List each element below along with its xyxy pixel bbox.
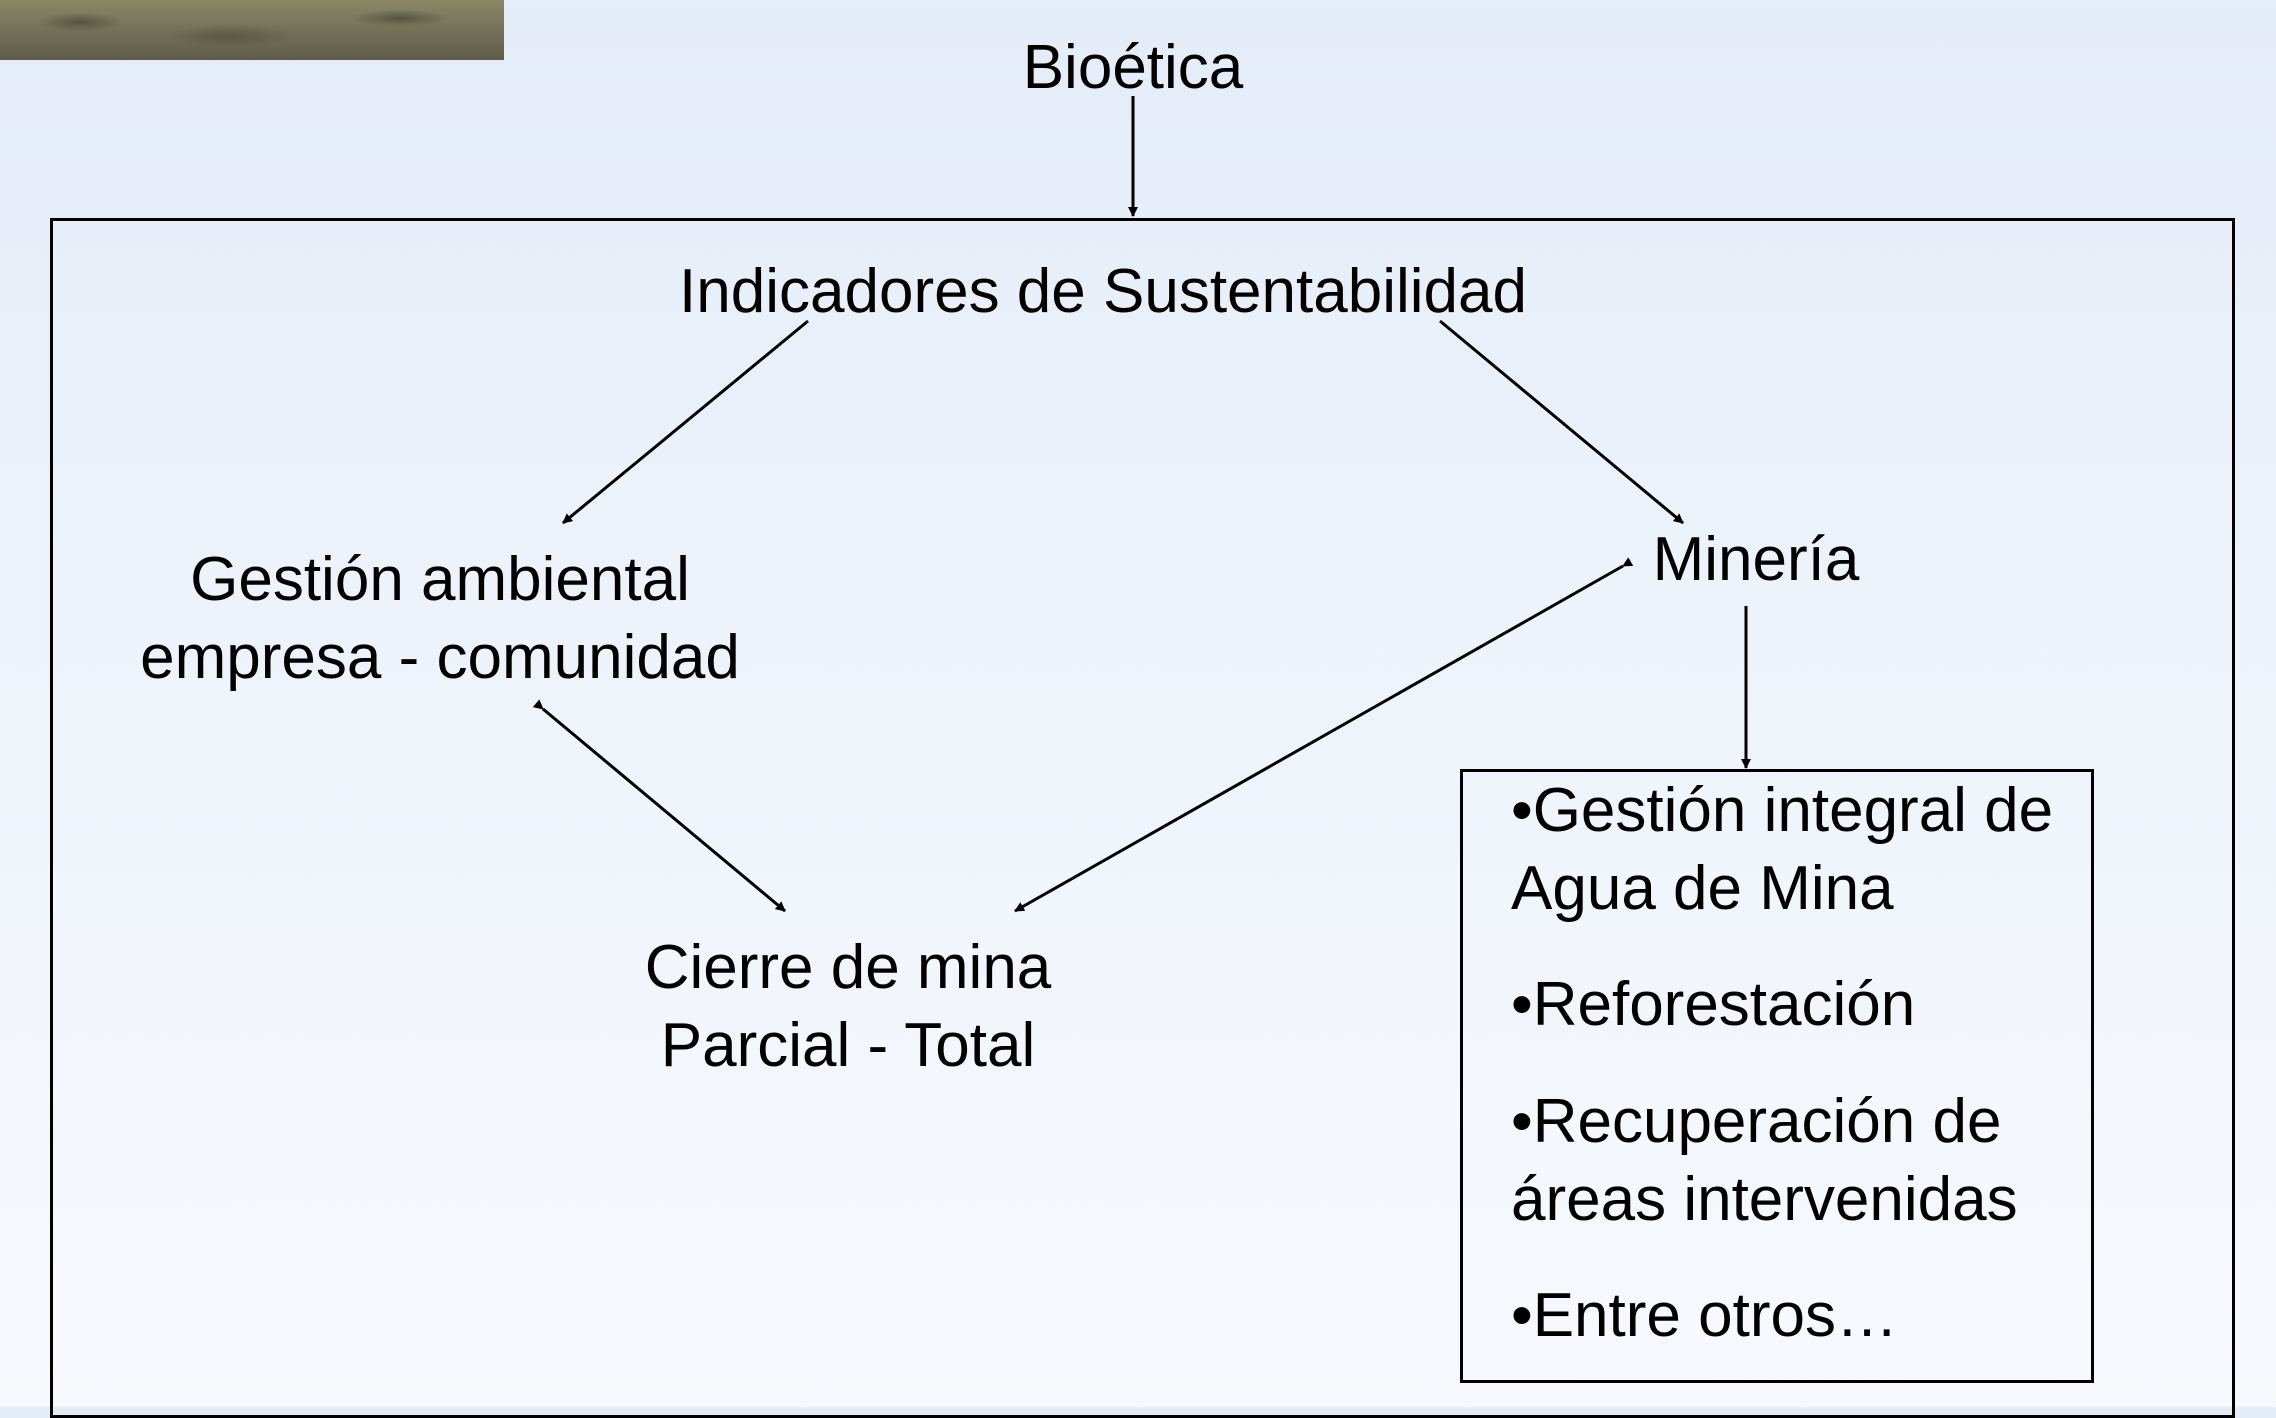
mineria-item-agua: •Gestión integral de Agua de Mina: [1511, 772, 2053, 928]
node-cierre-de-mina-line-2: Parcial - Total: [660, 1011, 1036, 1080]
header-photo: [0, 0, 504, 60]
node-bioetica: Bioética: [1022, 33, 1244, 102]
mineria-actions-box: •Gestión integral de Agua de Mina •Refor…: [1460, 769, 2094, 1383]
mineria-item-agua-line-2: Agua de Mina: [1511, 854, 1894, 923]
mineria-item-reforestacion-line-1: •Reforestación: [1511, 970, 1916, 1039]
node-gestion-ambiental-line-1: Gestión ambiental: [190, 545, 690, 614]
node-indicadores-sustentabilidad: Indicadores de Sustentabilidad: [679, 257, 1527, 326]
node-cierre-de-mina: Cierre de mina Parcial - Total: [548, 929, 1148, 1085]
edge-indicadores-mineria: [1439, 319, 1684, 525]
node-mineria: Minería: [1652, 525, 1860, 594]
mineria-item-otros-line-1: •Entre otros…: [1511, 1281, 1898, 1350]
edge-indicadores-gestion: [562, 319, 809, 525]
mineria-item-agua-line-1: •Gestión integral de: [1511, 776, 2054, 845]
mineria-item-recuperacion-line-1: •Recuperación de: [1511, 1087, 2002, 1156]
node-gestion-ambiental: Gestión ambiental empresa - comunidad: [90, 541, 790, 697]
node-gestion-ambiental-line-2: empresa - comunidad: [140, 623, 740, 692]
mineria-item-recuperacion-line-2: áreas intervenidas: [1511, 1165, 2018, 1234]
mineria-item-otros: •Entre otros…: [1511, 1277, 1898, 1355]
node-cierre-de-mina-line-1: Cierre de mina: [644, 933, 1052, 1002]
mineria-item-recuperacion: •Recuperación de áreas intervenidas: [1511, 1083, 2018, 1239]
edge-mineria-cierre: [1014, 557, 1634, 913]
mineria-item-reforestacion: •Reforestación: [1511, 966, 1915, 1044]
edge-gestion-cierre: [532, 699, 786, 913]
